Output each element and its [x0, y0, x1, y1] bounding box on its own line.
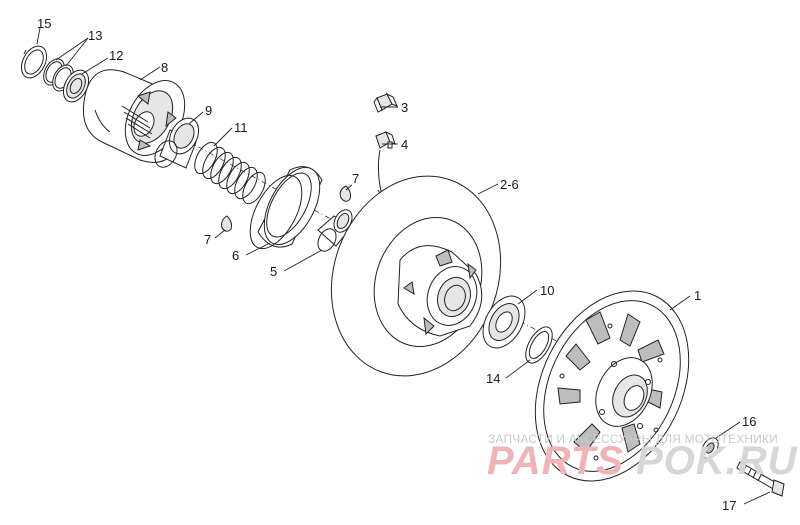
label-4: 4	[401, 137, 408, 152]
part-7-weight-upper	[339, 185, 351, 202]
part-2-6-sheave	[330, 175, 502, 377]
part-4-slider	[375, 130, 396, 149]
label-17: 17	[722, 498, 736, 513]
part-10-washer	[482, 295, 526, 349]
part-number-labels: 15 13 12 8 9 11 3 4 7 7 2-6 6 5 10 1 14 …	[37, 16, 756, 513]
label-12: 12	[109, 48, 123, 63]
label-6: 6	[232, 248, 239, 263]
part-16-washer	[701, 437, 719, 459]
label-7-lower: 7	[204, 232, 211, 247]
watermark-logo: PARTS POK.RU	[487, 439, 798, 483]
label-8: 8	[161, 60, 168, 75]
label-2-6: 2-6	[500, 177, 519, 192]
label-10: 10	[540, 283, 554, 298]
part-14-ring	[525, 326, 553, 364]
part-3-slider	[373, 92, 398, 113]
part-1-fixed-sheave	[534, 290, 690, 482]
label-9: 9	[205, 103, 212, 118]
label-1: 1	[694, 288, 701, 303]
watermark-tagline: ЗАПЧАСТИ И АКСЕССУАРЫ ДЛЯ МОТОТЕХНИКИ	[488, 432, 778, 446]
part-15-snap-ring	[20, 45, 48, 79]
label-15: 15	[37, 16, 51, 31]
leader-lines	[36, 27, 771, 505]
watermark: ЗАПЧАСТИ И АКСЕССУАРЫ ДЛЯ МОТОТЕХНИКИ PA…	[487, 432, 798, 483]
label-3: 3	[401, 100, 408, 115]
part-17-bolt	[736, 461, 785, 497]
part-7-weight-lower	[221, 215, 232, 232]
label-11: 11	[234, 120, 248, 135]
part-9-collar	[154, 117, 200, 169]
part-12-bearing	[62, 69, 90, 103]
label-7-upper: 7	[352, 171, 359, 186]
part-6-cover-ring	[249, 166, 323, 250]
label-16: 16	[742, 414, 756, 429]
watermark-logo-right: POK.RU	[636, 439, 798, 483]
part-11-spring	[194, 141, 266, 205]
label-14: 14	[486, 371, 500, 386]
label-13: 13	[88, 28, 102, 43]
watermark-logo-left: PARTS	[487, 439, 624, 483]
label-5: 5	[270, 264, 277, 279]
